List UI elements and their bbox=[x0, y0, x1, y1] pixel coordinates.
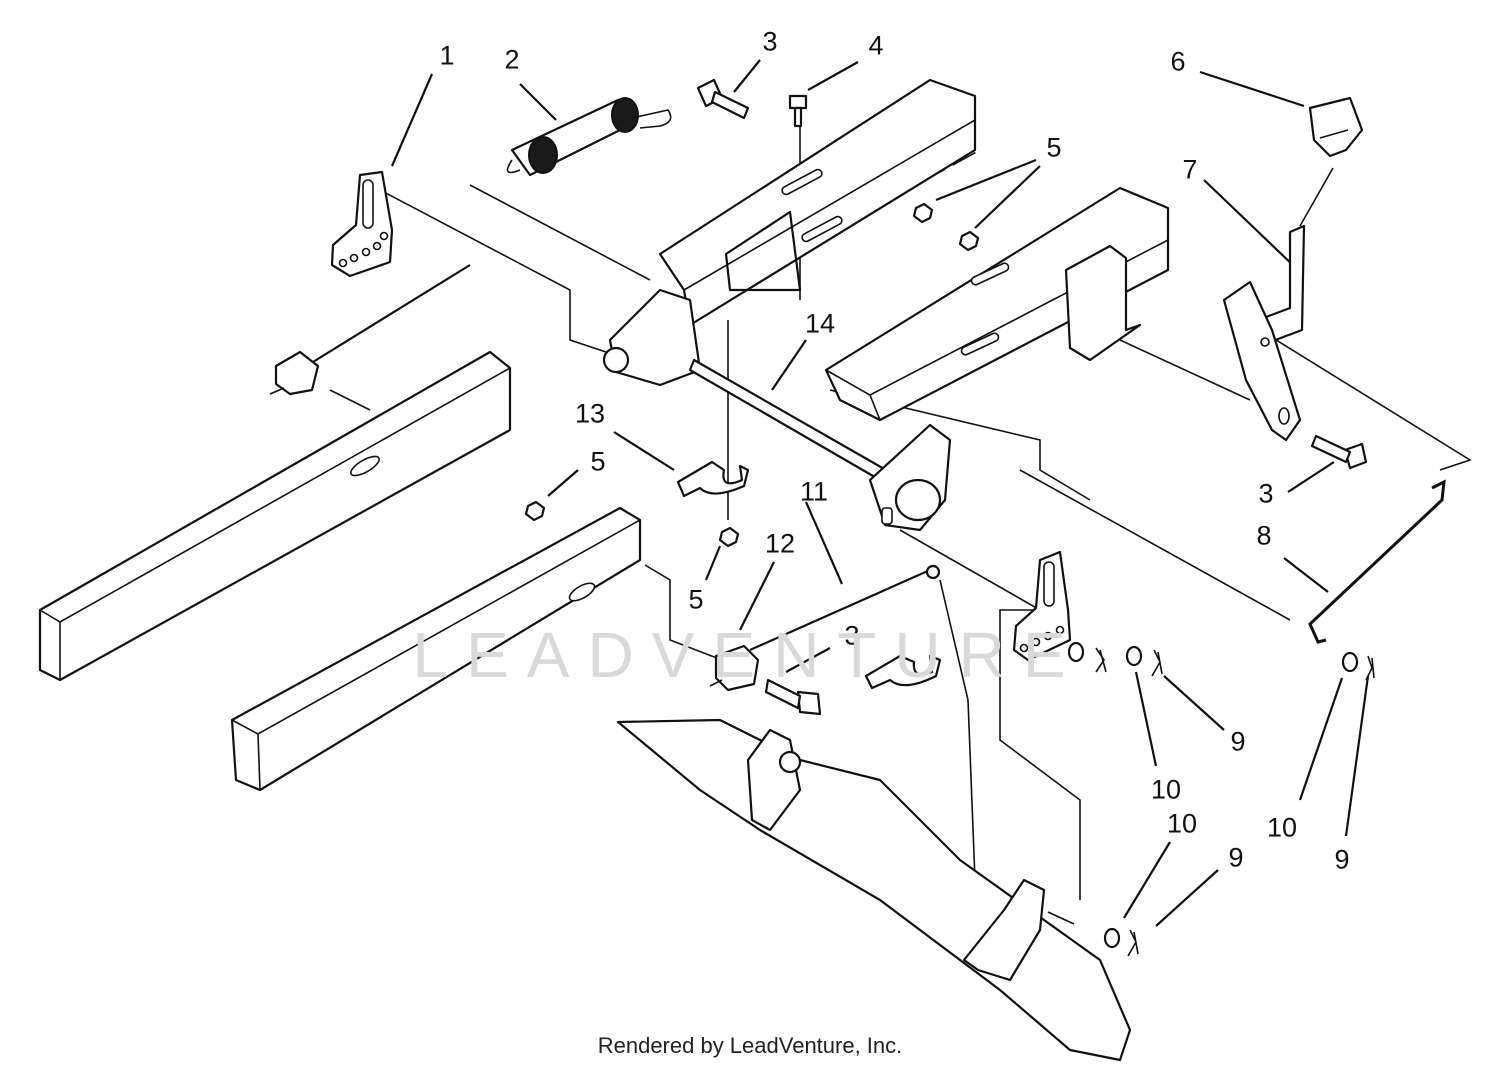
callout-4: 4 bbox=[868, 30, 884, 61]
part-4-bolt bbox=[788, 94, 808, 128]
part-8-link-rod bbox=[1308, 479, 1446, 644]
part-3-bolt-right bbox=[1310, 434, 1368, 470]
part-11-adjust-rod bbox=[749, 564, 941, 652]
callout-10-a: 10 bbox=[1150, 774, 1182, 805]
footer-credit: Rendered by LeadVenture, Inc. bbox=[597, 1033, 903, 1058]
part-7-lift-lever bbox=[1222, 167, 1334, 442]
part-3-bolt-top bbox=[696, 78, 750, 120]
part-13-clamp bbox=[676, 460, 750, 498]
part-3-bolt-bottom bbox=[764, 678, 822, 716]
leader-lines bbox=[390, 59, 1370, 927]
part-6-knob bbox=[1308, 96, 1364, 158]
callout-5-top: 5 bbox=[1046, 132, 1062, 163]
callout-14: 14 bbox=[804, 308, 836, 339]
callout-1: 1 bbox=[439, 40, 455, 71]
part-9-hairpins bbox=[1095, 647, 1375, 957]
part-10-washers bbox=[1067, 641, 1359, 949]
callout-6: 6 bbox=[1170, 46, 1186, 77]
watermark: LEADVENTURE bbox=[412, 619, 1084, 691]
callout-9-b: 9 bbox=[1228, 842, 1244, 873]
callout-5-left: 5 bbox=[590, 446, 606, 477]
callout-12: 12 bbox=[764, 528, 796, 559]
callout-3-bottom: 3 bbox=[844, 620, 860, 651]
center-upper-channel bbox=[658, 78, 977, 327]
callout-5-mid: 5 bbox=[688, 584, 704, 615]
right-upper-channel bbox=[824, 186, 1170, 422]
callout-8: 8 bbox=[1256, 520, 1272, 551]
front-rod-left bbox=[269, 264, 471, 396]
callout-9-c: 9 bbox=[1334, 844, 1350, 875]
callout-10-c: 10 bbox=[1266, 812, 1298, 843]
part-2-spring bbox=[506, 97, 672, 177]
callout-2: 2 bbox=[504, 44, 520, 75]
right-height-plate bbox=[1012, 550, 1072, 662]
callout-11: 11 bbox=[799, 476, 829, 507]
part-12-trunnion bbox=[709, 644, 760, 692]
part-5-nuts bbox=[524, 202, 980, 548]
left-main-channel bbox=[38, 350, 512, 682]
callout-9-a: 9 bbox=[1230, 726, 1246, 757]
callout-10-b: 10 bbox=[1166, 808, 1198, 839]
part-14-lift-shaft bbox=[602, 288, 952, 532]
callout-3-top: 3 bbox=[762, 26, 778, 57]
front-deck-hanger bbox=[616, 718, 1132, 1062]
callout-13: 13 bbox=[574, 398, 606, 429]
callout-7: 7 bbox=[1182, 154, 1198, 185]
callout-3-right: 3 bbox=[1258, 478, 1274, 509]
left-lower-channel bbox=[230, 506, 642, 792]
part-13-clamp-lower bbox=[864, 654, 942, 690]
part-1-height-plate bbox=[330, 170, 394, 278]
